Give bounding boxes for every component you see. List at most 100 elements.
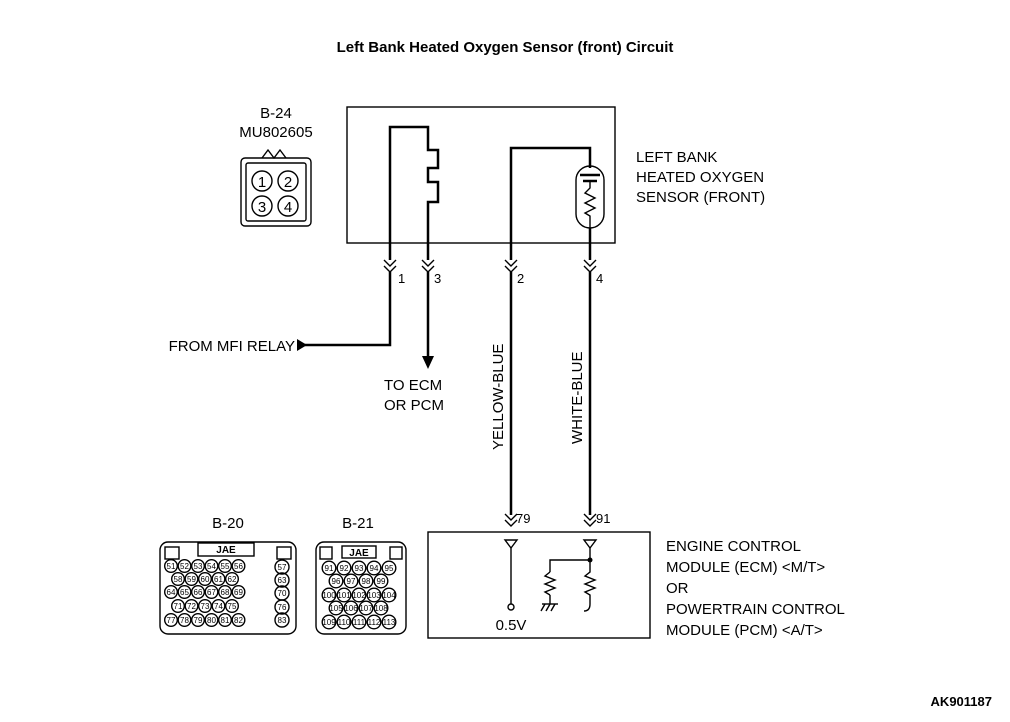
b20-pin-67: 67 — [207, 588, 216, 597]
b20-pin-62: 62 — [228, 575, 237, 584]
oxygen-sensor-element-icon — [509, 146, 605, 260]
b21-pin-108: 108 — [374, 604, 388, 613]
b21-pin-95-circle — [381, 560, 397, 576]
b20-pin-54: 54 — [207, 562, 216, 571]
b20-pin-65: 65 — [180, 588, 189, 597]
b20-pin-64-circle — [163, 585, 178, 600]
b20-pin-55-circle — [217, 559, 232, 574]
b20-pin-51-circle — [163, 559, 178, 574]
b20-pin-61-circle — [211, 572, 226, 587]
b21-brand-label: JAE — [349, 548, 369, 559]
sensor-box — [346, 106, 616, 244]
b20-pin-81: 81 — [221, 616, 230, 625]
to-ecm-label-line-1: TO ECM — [384, 377, 442, 394]
b21-pin-103-circle — [366, 587, 382, 603]
wire-mfi-relay — [303, 272, 392, 347]
b20-pin-69: 69 — [234, 588, 243, 597]
sensor-pin-chevrons — [383, 259, 597, 273]
b21-pin-98: 98 — [362, 577, 371, 586]
b20-pin-63-circle — [274, 572, 290, 588]
b21-pin-112-circle — [366, 614, 382, 630]
sensor-pin-4: 4 — [596, 271, 603, 286]
b21-pin-104-circle — [381, 587, 397, 603]
b20-pin-61: 61 — [214, 575, 223, 584]
b21-pin-103: 103 — [367, 591, 381, 600]
from-mfi-relay-label: FROM MFI RELAY — [169, 338, 295, 355]
to-ecm-label-line-2: OR PCM — [384, 397, 444, 414]
b21-pin-111-circle — [351, 614, 367, 630]
b20-pin-58-circle — [170, 572, 185, 587]
b21-pin-97: 97 — [347, 577, 356, 586]
b21-pin-107-circle — [358, 600, 374, 616]
b20-pin-79-circle — [190, 613, 205, 628]
ecm-label-line-1: ENGINE CONTROL — [666, 538, 801, 555]
b21-pin-96-circle — [328, 573, 344, 589]
ecm-pin-chevrons — [504, 513, 597, 527]
b20-pin-65-circle — [177, 585, 192, 600]
connector-b21-name: B-21 — [342, 515, 374, 532]
b20-pin-74-circle — [211, 599, 226, 614]
b21-pin-106-circle — [343, 600, 359, 616]
b20-pin-80-circle — [204, 613, 219, 628]
b20-pin-60: 60 — [201, 575, 210, 584]
b20-pin-71-circle — [170, 599, 185, 614]
b20-pin-72-circle — [184, 599, 199, 614]
b20-pin-73-circle — [197, 599, 212, 614]
b21-pin-91-circle — [321, 560, 337, 576]
b21-pin-111: 111 — [353, 618, 366, 627]
b21-pin-105-circle — [328, 600, 344, 616]
b21-pin-110: 110 — [338, 618, 351, 627]
b21-pin-91: 91 — [325, 564, 334, 573]
b21-pin-112: 112 — [368, 618, 381, 627]
mfi-relay-arrow-icon — [297, 339, 307, 351]
b21-pin-107: 107 — [359, 604, 373, 613]
b21-pin-113: 113 — [383, 618, 396, 627]
b20-pin-71: 71 — [174, 602, 183, 611]
b20-pin-56-circle — [231, 559, 246, 574]
b20-pin-78: 78 — [180, 616, 189, 625]
b20-pin-57: 57 — [278, 563, 287, 572]
b20-brand-label: JAE — [216, 545, 236, 556]
b20-pin-66-circle — [190, 585, 205, 600]
figure-code: AK901187 — [931, 694, 992, 709]
ecm-label-line-4: POWERTRAIN CONTROL — [666, 601, 845, 618]
b21-pin-99: 99 — [377, 577, 386, 586]
sensor-pin-2: 2 — [517, 271, 524, 286]
b24-pin-3: 3 — [258, 199, 266, 216]
b21-pin-100-circle — [321, 587, 337, 603]
b21-pin-102: 102 — [352, 591, 366, 600]
b21-pin-94: 94 — [370, 564, 379, 573]
b20-pin-58: 58 — [174, 575, 183, 584]
b20-pin-60-circle — [197, 572, 212, 587]
b24-pin-2: 2 — [284, 174, 292, 191]
b21-pin-93: 93 — [355, 564, 364, 573]
b20-pin-52-circle — [177, 559, 192, 574]
b21-pin-101-circle — [336, 587, 352, 603]
ecm-pin-91: 91 — [596, 511, 610, 526]
b20-pin-78-circle — [177, 613, 192, 628]
heater-element-icon — [388, 125, 440, 260]
b20-pin-52: 52 — [180, 562, 189, 571]
b20-pin-83: 83 — [278, 616, 287, 625]
b20-pin-72: 72 — [187, 602, 196, 611]
b21-pin-97-circle — [343, 573, 359, 589]
sensor-pin-1: 1 — [398, 271, 405, 286]
b20-pin-79: 79 — [194, 616, 203, 625]
b20-pin-76: 76 — [278, 603, 287, 612]
b20-pin-68: 68 — [221, 588, 230, 597]
b20-pin-77-circle — [163, 613, 178, 628]
sensor-label-line-3: SENSOR (FRONT) — [636, 189, 765, 206]
b21-pin-92: 92 — [340, 564, 349, 573]
b21-pin-94-circle — [366, 560, 382, 576]
ecm-label-line-3: OR — [666, 580, 689, 597]
b20-pin-80: 80 — [207, 616, 216, 625]
b20-pin-59-circle — [184, 572, 199, 587]
ecm-internal-circuit — [503, 539, 598, 612]
b20-pin-68-circle — [217, 585, 232, 600]
ecm-box — [427, 531, 651, 639]
b20-pin-76-circle — [274, 599, 290, 615]
b20-pin-53: 53 — [194, 562, 203, 571]
